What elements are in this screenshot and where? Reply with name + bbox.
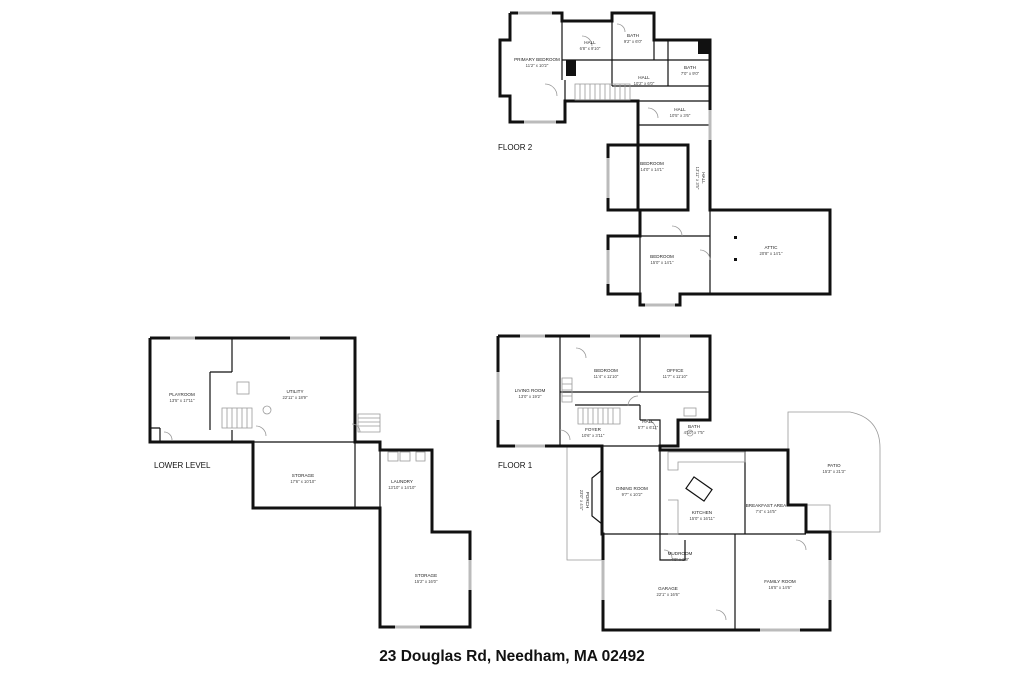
room-name: HALL <box>642 419 654 424</box>
lower-level-doors <box>163 423 361 441</box>
lower-level-plan: LOWER LEVEL PLAYROOM 13'5" x 17'11" UTIL… <box>148 336 472 629</box>
room-name: DINING ROOM <box>616 486 648 491</box>
floor-2-stairs <box>574 83 631 101</box>
floor-2-doors <box>544 23 711 261</box>
room-dimensions: 15'0" x 16'11" <box>690 516 715 521</box>
room-name: PRIMARY BEDROOM <box>514 57 560 62</box>
room-name: BATH <box>684 65 696 70</box>
room-name: MUDROOM <box>668 551 693 556</box>
room-dimensions: 11'4" x 11'10" <box>594 374 619 379</box>
patio-outline <box>787 411 881 533</box>
floor-2-interior-walls <box>561 21 711 294</box>
room-dimensions: 4'10" x 7'5" <box>684 430 705 435</box>
room-name: BEDROOM <box>640 161 664 166</box>
room-dimensions: 20'8" x 14'1" <box>760 251 783 256</box>
room-dimensions: 10'2" x 6'0" <box>634 81 655 86</box>
room-name: HALL <box>584 40 596 45</box>
room-dimensions: 14'0" x 14'1" <box>641 167 664 172</box>
room-name: GARAGE <box>658 586 678 591</box>
room-dimensions: 11'7" x 11'10" <box>663 374 688 379</box>
floor-1-label: FLOOR 1 <box>498 461 533 470</box>
property-address: 23 Douglas Rd, Needham, MA 02492 <box>379 648 645 665</box>
room-dimensions: 6'8" x 9'10" <box>580 46 601 51</box>
room-dimensions: 11'2" x 10'2" <box>526 63 549 68</box>
room-name: OFFICE <box>667 368 684 373</box>
attic-post <box>734 236 737 239</box>
room-name: STORAGE <box>292 473 314 478</box>
kitchen-island <box>685 476 713 502</box>
room-name: LAUNDRY <box>391 479 413 484</box>
room-name: PORCH <box>585 492 590 509</box>
floor-2-plan: FLOOR 2 PRIMARY BEDROOM 11'2" x 10'2" HA… <box>498 11 832 307</box>
room-dimensions: 22'11" x 18'9" <box>283 395 308 400</box>
room-name: HALL <box>674 107 686 112</box>
room-dimensions: 15'2" x 16'0" <box>415 579 438 584</box>
laundry-sink <box>415 451 426 462</box>
floor-2-label: FLOOR 2 <box>498 143 533 152</box>
room-name: BREAKFAST AREA <box>746 503 787 508</box>
room-dimensions: 17'6" x 10'10" <box>290 479 316 484</box>
dining-bay-window <box>591 469 603 525</box>
dryer <box>399 451 411 462</box>
room-name: PATIO <box>827 463 841 468</box>
room-dimensions: 9'7" x 10'2" <box>622 492 643 497</box>
room-name: LIVING ROOM <box>515 388 546 393</box>
toilet-icon <box>686 429 694 437</box>
room-name: HALL <box>638 75 650 80</box>
room-dimensions: 5'7" x 6'11" <box>638 425 659 430</box>
washer <box>387 451 399 462</box>
room-dimensions: 7'0" x 9'0" <box>681 71 700 76</box>
room-dimensions: 13'11" x 3'5" <box>695 167 700 190</box>
attic-post <box>734 258 737 261</box>
room-name: STORAGE <box>415 573 437 578</box>
room-name: BATH <box>688 424 700 429</box>
room-name: BATH <box>627 33 639 38</box>
room-dimensions: 9'2" x 6'0" <box>624 39 643 44</box>
floor-1-doors <box>559 347 807 621</box>
floor-1-plan: FLOOR 1 LIVING ROOM 13'0" x 19'2" BEDROO… <box>496 334 881 632</box>
lower-level-label: LOWER LEVEL <box>154 461 211 470</box>
room-name: HALL <box>701 172 706 184</box>
room-name: BEDROOM <box>650 254 674 259</box>
room-name: KITCHEN <box>692 510 712 515</box>
room-dimensions: 15'0" x 14'1" <box>651 260 674 265</box>
room-name: UTILITY <box>286 389 303 394</box>
floor-2-chimney-b <box>698 40 710 54</box>
room-dimensions: 13'0" x 19'2" <box>519 394 542 399</box>
room-dimensions: 22'1" x 16'6" <box>657 592 680 597</box>
room-dimensions: 23'0" x 4'4" <box>579 490 584 511</box>
lower-level-interior-walls <box>150 338 381 508</box>
utility-equipment <box>236 381 250 395</box>
room-dimensions: 4'0" x 2'9" <box>671 557 690 562</box>
room-dimensions: 15'3" x 21'3" <box>823 469 846 474</box>
water-heater <box>262 405 272 415</box>
room-name: ATTIC <box>765 245 779 250</box>
kitchen-counters <box>667 451 746 535</box>
room-dimensions: 13'5" x 17'11" <box>170 398 195 403</box>
floor-1-stairs <box>561 377 621 425</box>
room-dimensions: 10'5" x 3'6" <box>670 113 691 118</box>
room-name: BEDROOM <box>594 368 618 373</box>
room-name: FOYER <box>585 427 602 432</box>
floor-2-chimney <box>566 60 576 76</box>
room-name: FAMILY ROOM <box>764 579 796 584</box>
floor-1-outer-wall <box>496 334 832 632</box>
room-dimensions: 10'6" x 3'11" <box>582 433 605 438</box>
bath-fixture <box>683 407 697 417</box>
lower-level-stairs <box>221 407 381 433</box>
room-dimensions: 16'5" x 14'6" <box>769 585 792 590</box>
room-dimensions: 7'4" x 14'5" <box>756 509 777 514</box>
room-name: PLAYROOM <box>169 392 195 397</box>
room-dimensions: 13'10" x 14'10" <box>388 485 416 490</box>
